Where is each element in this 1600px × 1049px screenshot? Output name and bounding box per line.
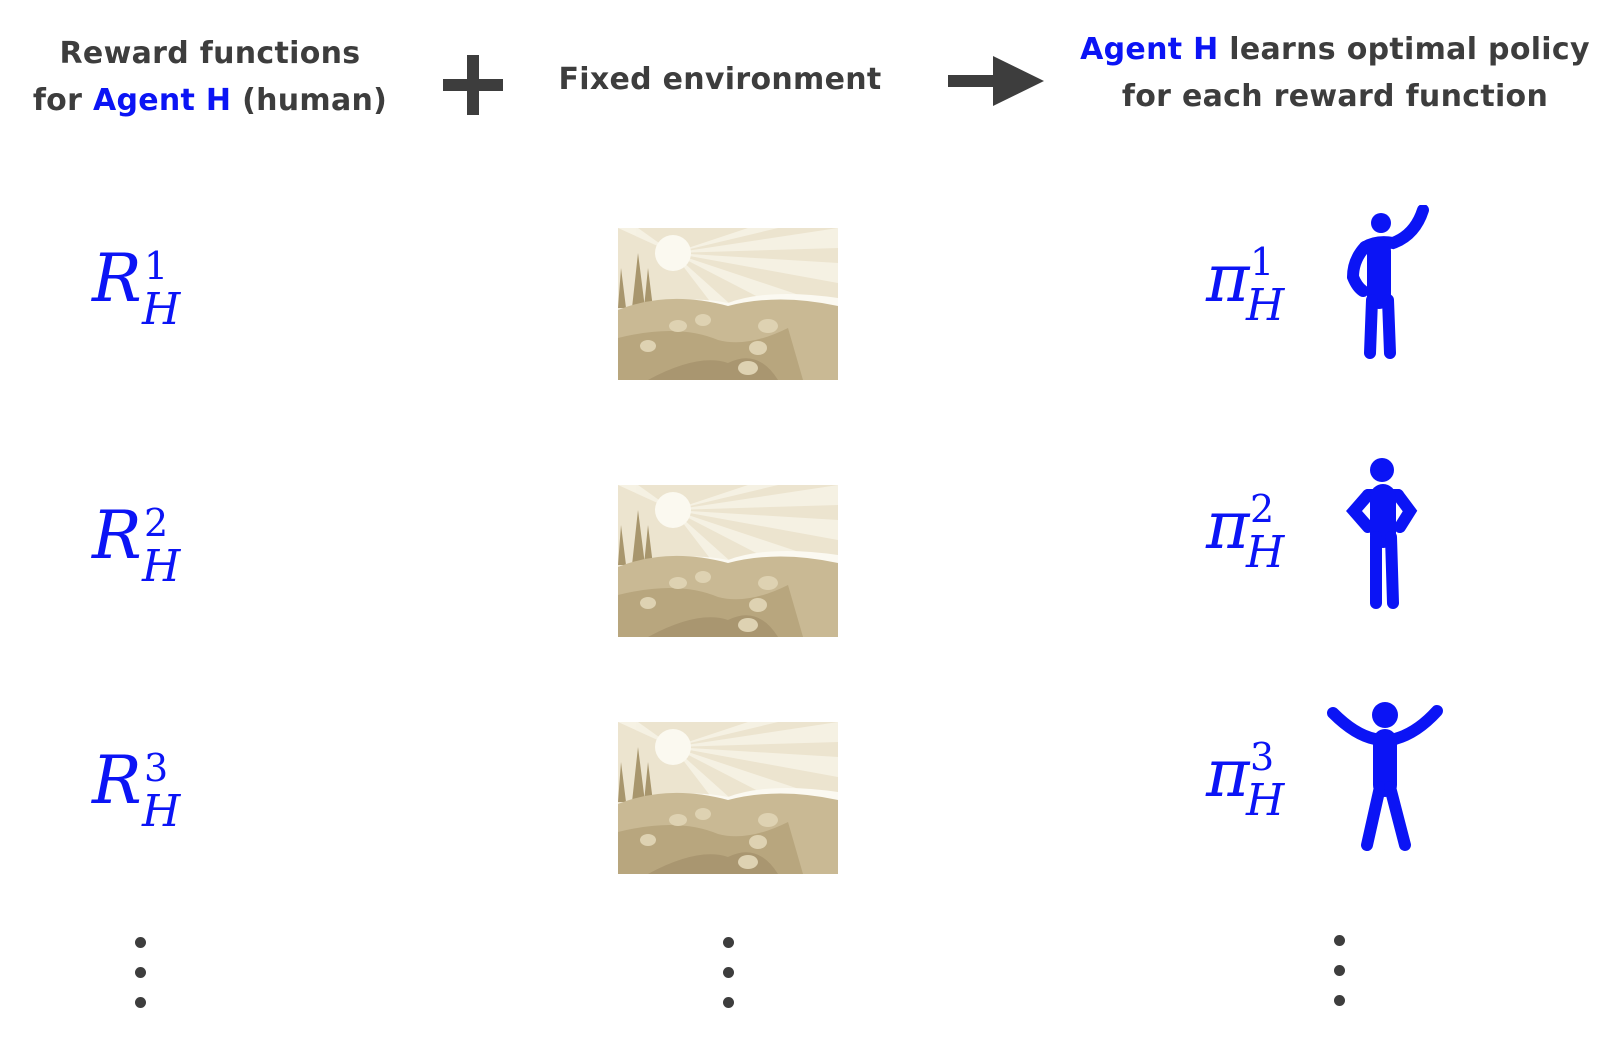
ellipsis-dots-environments: [723, 937, 735, 1027]
hands-on-hips-person-icon: [1346, 458, 1418, 609]
reward-functions-header: Reward functions for Agent H (human): [30, 30, 390, 124]
ellipsis-dots-policies: [1334, 935, 1346, 1025]
agent-h-label: Agent H: [1080, 32, 1219, 67]
reward-symbol: R: [92, 742, 142, 819]
policy-symbol: π: [1206, 240, 1250, 317]
fixed-environment-header: Fixed environment: [558, 62, 882, 97]
reward-subscript: H: [142, 541, 181, 592]
policy-subscript: H: [1246, 775, 1285, 826]
policy-3: π 3 H: [1206, 735, 1284, 826]
environment-image: [618, 485, 838, 637]
policy-header: Agent H learns optimal policy for each r…: [1070, 26, 1600, 120]
policy-1: π 1 H: [1206, 240, 1284, 331]
reward-subscript: H: [142, 284, 181, 335]
line2-prefix: for: [32, 83, 93, 118]
policy-header-suffix: learns optimal policy: [1218, 32, 1590, 67]
environment-image: [618, 228, 838, 380]
reward-index: 3: [144, 746, 169, 790]
reward-index: 2: [144, 501, 169, 545]
policy-index: 3: [1250, 735, 1275, 779]
policy-subscript: H: [1246, 527, 1285, 578]
reward-symbol: R: [92, 497, 142, 574]
policy-symbol: π: [1206, 487, 1250, 564]
line2-suffix: (human): [231, 83, 388, 118]
policy-2: π 2 H: [1206, 487, 1284, 578]
policy-header-line2: for each reward function: [1121, 79, 1549, 114]
environment-image: [618, 722, 838, 874]
policy-symbol: π: [1206, 735, 1250, 812]
arrow-right-icon: [948, 56, 1044, 106]
policy-subscript: H: [1246, 280, 1285, 331]
policy-header-line1: Agent H learns optimal policy: [1070, 26, 1600, 73]
waving-person-icon: [1346, 205, 1429, 359]
arms-raised-person-icon: [1327, 702, 1443, 851]
reward-index: 1: [144, 244, 169, 288]
reward-subscript: H: [142, 786, 181, 837]
plus-icon: [443, 55, 503, 115]
reward-function-2: R 2 H: [92, 497, 180, 592]
reward-functions-line1: Reward functions: [59, 36, 361, 71]
reward-symbol: R: [92, 240, 142, 317]
ellipsis-dots-rewards: [135, 937, 147, 1027]
reward-function-3: R 3 H: [92, 742, 180, 837]
agent-h-label: Agent H: [92, 83, 232, 118]
reward-functions-line2: for Agent H (human): [30, 77, 390, 124]
reward-function-1: R 1 H: [92, 240, 180, 335]
policy-index: 2: [1250, 487, 1275, 531]
policy-index: 1: [1250, 240, 1275, 284]
